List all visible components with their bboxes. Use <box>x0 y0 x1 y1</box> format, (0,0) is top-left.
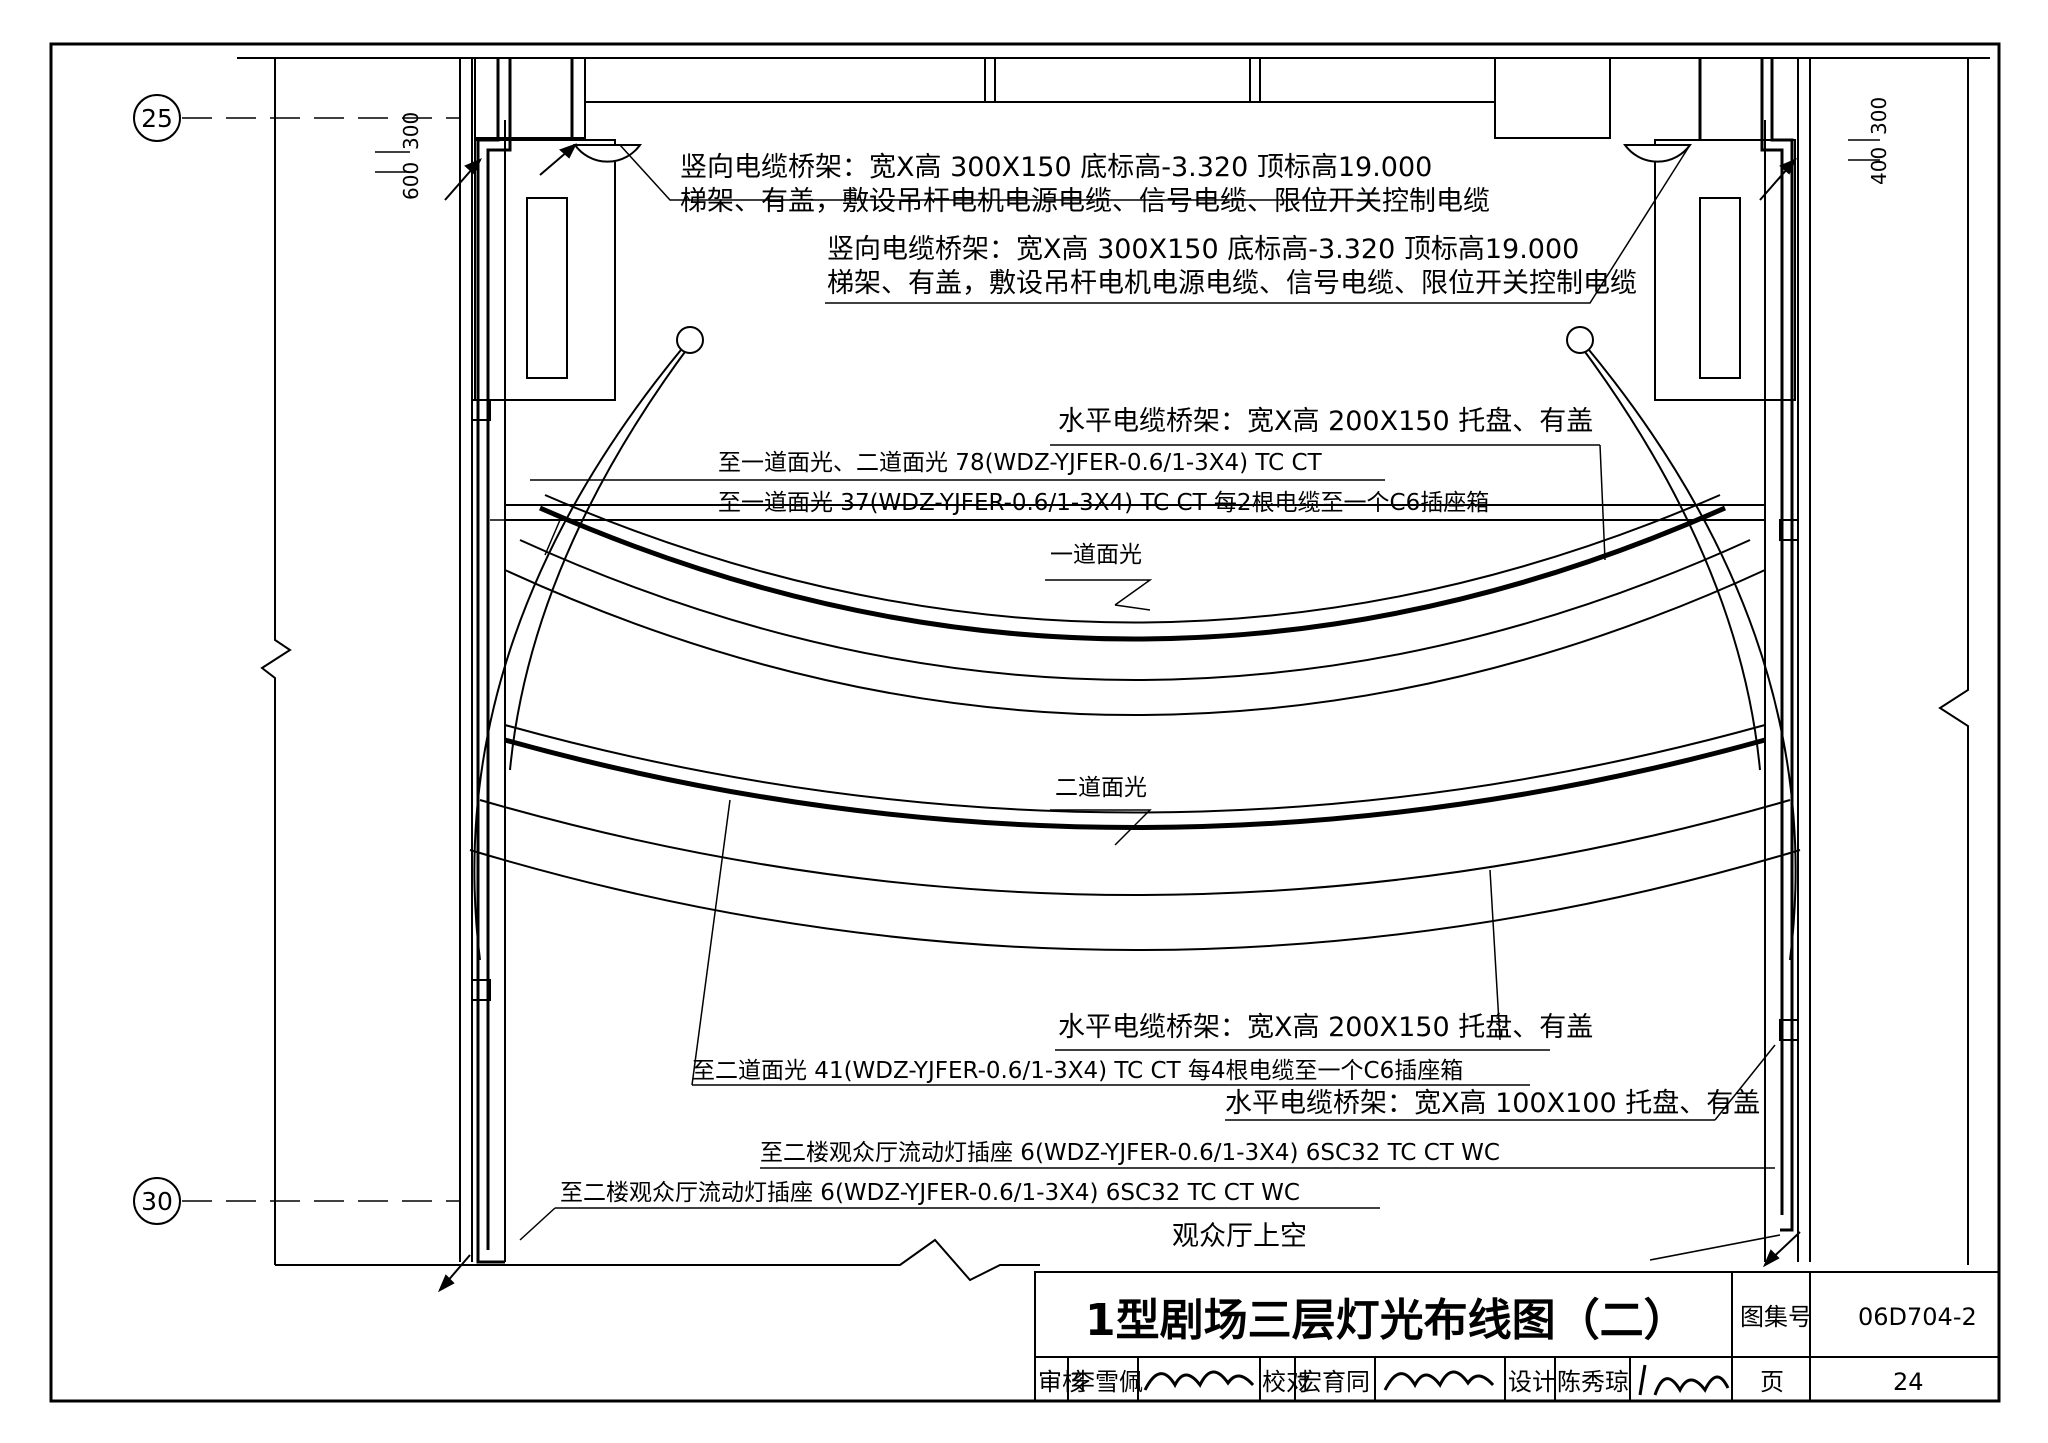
feed-front-2-label: 至二道面光 41(WDZ-YJFER-0.6/1-3X4) TC CT 每4根电… <box>692 1058 1463 1084</box>
checker-signature <box>1383 1370 1495 1391</box>
feed-front-1-2-label: 至一道面光、二道面光 78(WDZ-YJFER-0.6/1-3X4) TC CT <box>718 450 1323 476</box>
mobile-socket-left-label: 至二楼观众厅流动灯插座 6(WDZ-YJFER-0.6/1-3X4) 6SC32… <box>560 1180 1300 1206</box>
front-light-arcs <box>469 344 1801 961</box>
reviewer-name: 李雪佩 <box>1071 1368 1143 1396</box>
designer-signature <box>1638 1364 1730 1396</box>
review-label: 审核 <box>1038 1368 1086 1396</box>
page-number: 24 <box>1893 1368 1924 1396</box>
atlas-number: 06D704-2 <box>1858 1303 1977 1331</box>
feed-front-1-label: 至一道面光 37(WDZ-YJFER-0.6/1-3X4) TC CT 每2根电… <box>718 490 1489 516</box>
page-label: 页 <box>1760 1368 1784 1396</box>
atlas-label: 图集号 <box>1740 1303 1812 1331</box>
vertical-tray-left-line2: 梯架、有盖，敷设吊杆电机电源电缆、信号电缆、限位开关控制电缆 <box>680 186 1490 217</box>
front-light-1-label: 一道面光 <box>1050 542 1142 568</box>
cable-reels <box>573 144 1692 354</box>
axis-grid <box>182 117 460 1202</box>
vertical-tray-right-line2: 梯架、有盖，敷设吊杆电机电源电缆、信号电缆、限位开关控制电缆 <box>827 268 1637 299</box>
title-block <box>1034 1271 2000 1402</box>
reviewer-signature <box>1143 1370 1255 1391</box>
drawing-title: 1型剧场三层灯光布线图（二） <box>1085 1295 1688 1346</box>
cable-arrows <box>437 143 1801 1293</box>
design-label: 设计 <box>1508 1368 1556 1396</box>
drawing-frame <box>49 42 2001 1403</box>
leader-lines <box>490 144 1781 1261</box>
axis-bubble-30: 30 <box>133 1177 181 1225</box>
front-light-2-label: 二道面光 <box>1055 775 1147 801</box>
axis-label-25: 25 <box>141 104 173 133</box>
check-label: 校对 <box>1262 1368 1310 1396</box>
cable-trays <box>476 58 1794 1264</box>
dim-right-400: 400 <box>1867 147 1891 185</box>
dimension-left: 600 300 <box>375 112 423 200</box>
vertical-tray-left-line1: 竖向电缆桥架：宽X高 300X150 底标高-3.320 顶标高19.000 <box>680 152 1432 183</box>
axis-bubble-25: 25 <box>133 94 181 142</box>
checker-name: 宏育同 <box>1298 1368 1370 1396</box>
dimension-right: 400 300 <box>1848 97 1891 185</box>
vertical-tray-right-line1: 竖向电缆桥架：宽X高 300X150 底标高-3.320 顶标高19.000 <box>827 234 1579 265</box>
horizontal-tray-2-label: 水平电缆桥架：宽X高 200X150 托盘、有盖 <box>1058 1012 1593 1043</box>
dim-left-600: 600 <box>399 162 423 200</box>
designer-name: 陈秀琼 <box>1557 1368 1629 1396</box>
auditorium-above-label: 观众厅上空 <box>1172 1221 1307 1252</box>
dim-right-300: 300 <box>1867 97 1891 135</box>
axis-label-30: 30 <box>141 1187 173 1216</box>
mobile-socket-right-label: 至二楼观众厅流动灯插座 6(WDZ-YJFER-0.6/1-3X4) 6SC32… <box>760 1140 1500 1166</box>
dim-left-300: 300 <box>399 112 423 150</box>
title-block-texts: 1型剧场三层灯光布线图（二） 图集号 06D704-2 审核 李雪佩 校对 宏育… <box>1038 1295 1977 1396</box>
horizontal-tray-1-label: 水平电缆桥架：宽X高 200X150 托盘、有盖 <box>1058 406 1593 437</box>
horizontal-tray-3-label: 水平电缆桥架：宽X高 100X100 托盘、有盖 <box>1225 1088 1760 1119</box>
annotations: 竖向电缆桥架：宽X高 300X150 底标高-3.320 顶标高19.000 梯… <box>560 152 1760 1252</box>
